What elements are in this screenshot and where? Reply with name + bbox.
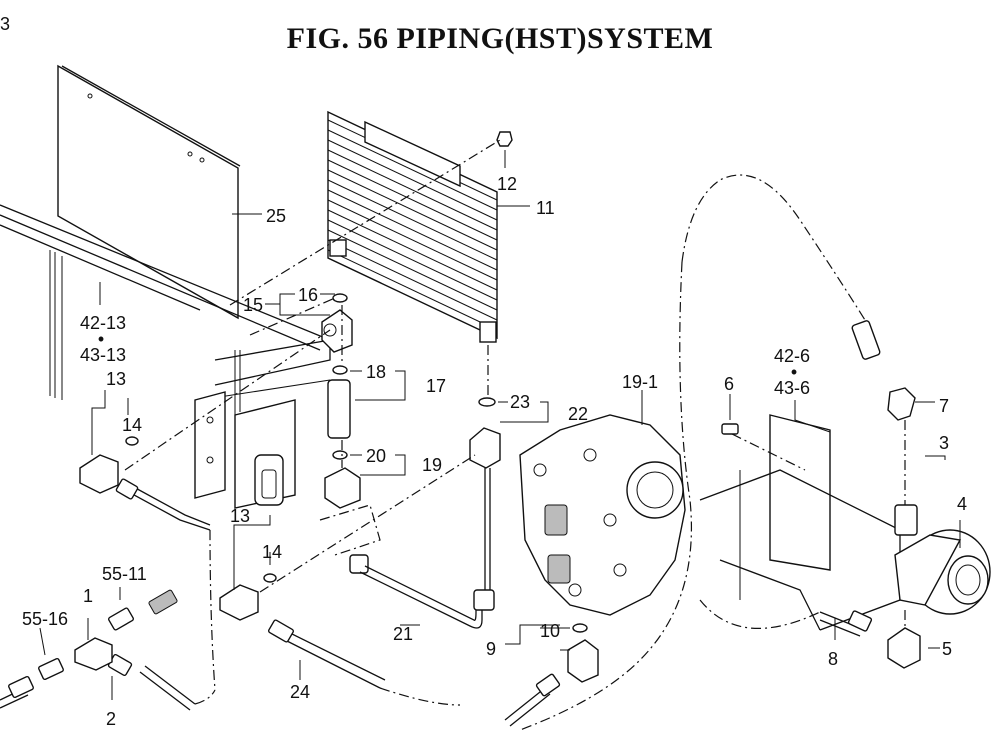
callout-55-16: 55-16 <box>22 609 68 629</box>
callout-19-1: 19-1 <box>622 372 658 392</box>
callout-9: 9 <box>486 639 496 659</box>
figure-title: FIG. 56 PIPING(HST)SYSTEM <box>286 22 714 55</box>
elbow-fitting-5 <box>887 627 921 669</box>
mounting-bracket <box>194 350 296 509</box>
leader-lines <box>39 150 961 700</box>
pipe-21 <box>349 554 495 629</box>
callout-13-upper: 13 <box>106 369 126 389</box>
hoses <box>0 478 873 727</box>
callout-25: 25 <box>266 206 286 226</box>
callout-14-upper: 14 <box>122 415 142 435</box>
frame-rails <box>0 204 331 401</box>
elbow-fitting-13-lower <box>219 573 277 621</box>
callout-3: 3 <box>939 433 949 453</box>
callout-18: 18 <box>366 362 386 382</box>
elbow-fitting-13-upper <box>79 436 139 494</box>
callout-24: 24 <box>290 682 310 702</box>
tee-fitting-22 <box>469 397 501 590</box>
tee-fitting-1 <box>8 589 178 699</box>
callout-10: 10 <box>540 621 560 641</box>
hst-unit <box>519 414 686 616</box>
callout-14-lower: 14 <box>262 542 282 562</box>
callout-6: 6 <box>724 374 734 394</box>
elbow-fitting-9 <box>567 623 599 683</box>
callout-42-13: 42-13 <box>80 313 126 333</box>
callout-8: 8 <box>828 649 838 669</box>
callout-12: 12 <box>497 174 517 194</box>
callout-17: 17 <box>426 376 446 396</box>
callout-2: 2 <box>106 709 116 729</box>
callout-43-6: 43-6 <box>774 378 810 398</box>
bolt-12 <box>496 131 513 147</box>
callout-13-lower: 13 <box>230 506 250 526</box>
filter-mount <box>699 414 901 631</box>
callout-labels: 25 11 12 42-13 • 43-13 15 16 18 17 20 19… <box>22 174 967 729</box>
bolt-6 <box>721 423 739 435</box>
callout-43-13: 43-13 <box>80 345 126 365</box>
callout-42-6: 42-6 <box>774 346 810 366</box>
fittings-stack <box>321 293 361 509</box>
callout-11: 11 <box>536 198 555 218</box>
callout-bullet-13: • <box>98 329 104 349</box>
oil-cooler <box>327 110 498 343</box>
callout-23: 23 <box>510 392 530 412</box>
cover-panel <box>57 64 241 320</box>
callout-22: 22 <box>568 404 588 424</box>
callout-21: 21 <box>393 624 413 644</box>
callout-bullet-6: • <box>791 362 797 382</box>
callout-7: 7 <box>939 396 949 416</box>
callout-1: 1 <box>83 586 93 606</box>
callout-4: 4 <box>957 494 967 514</box>
callout-19: 19 <box>422 455 442 475</box>
callout-5: 5 <box>942 639 952 659</box>
page-corner-mark: 3 <box>0 14 11 34</box>
callout-55-11: 55-11 <box>102 564 147 584</box>
callout-16: 16 <box>298 285 318 305</box>
elbow-fitting-7 <box>851 320 916 421</box>
callout-20: 20 <box>366 446 386 466</box>
routing-dashed-lines <box>124 139 906 731</box>
oil-filter <box>894 504 991 615</box>
callout-15: 15 <box>243 295 263 315</box>
